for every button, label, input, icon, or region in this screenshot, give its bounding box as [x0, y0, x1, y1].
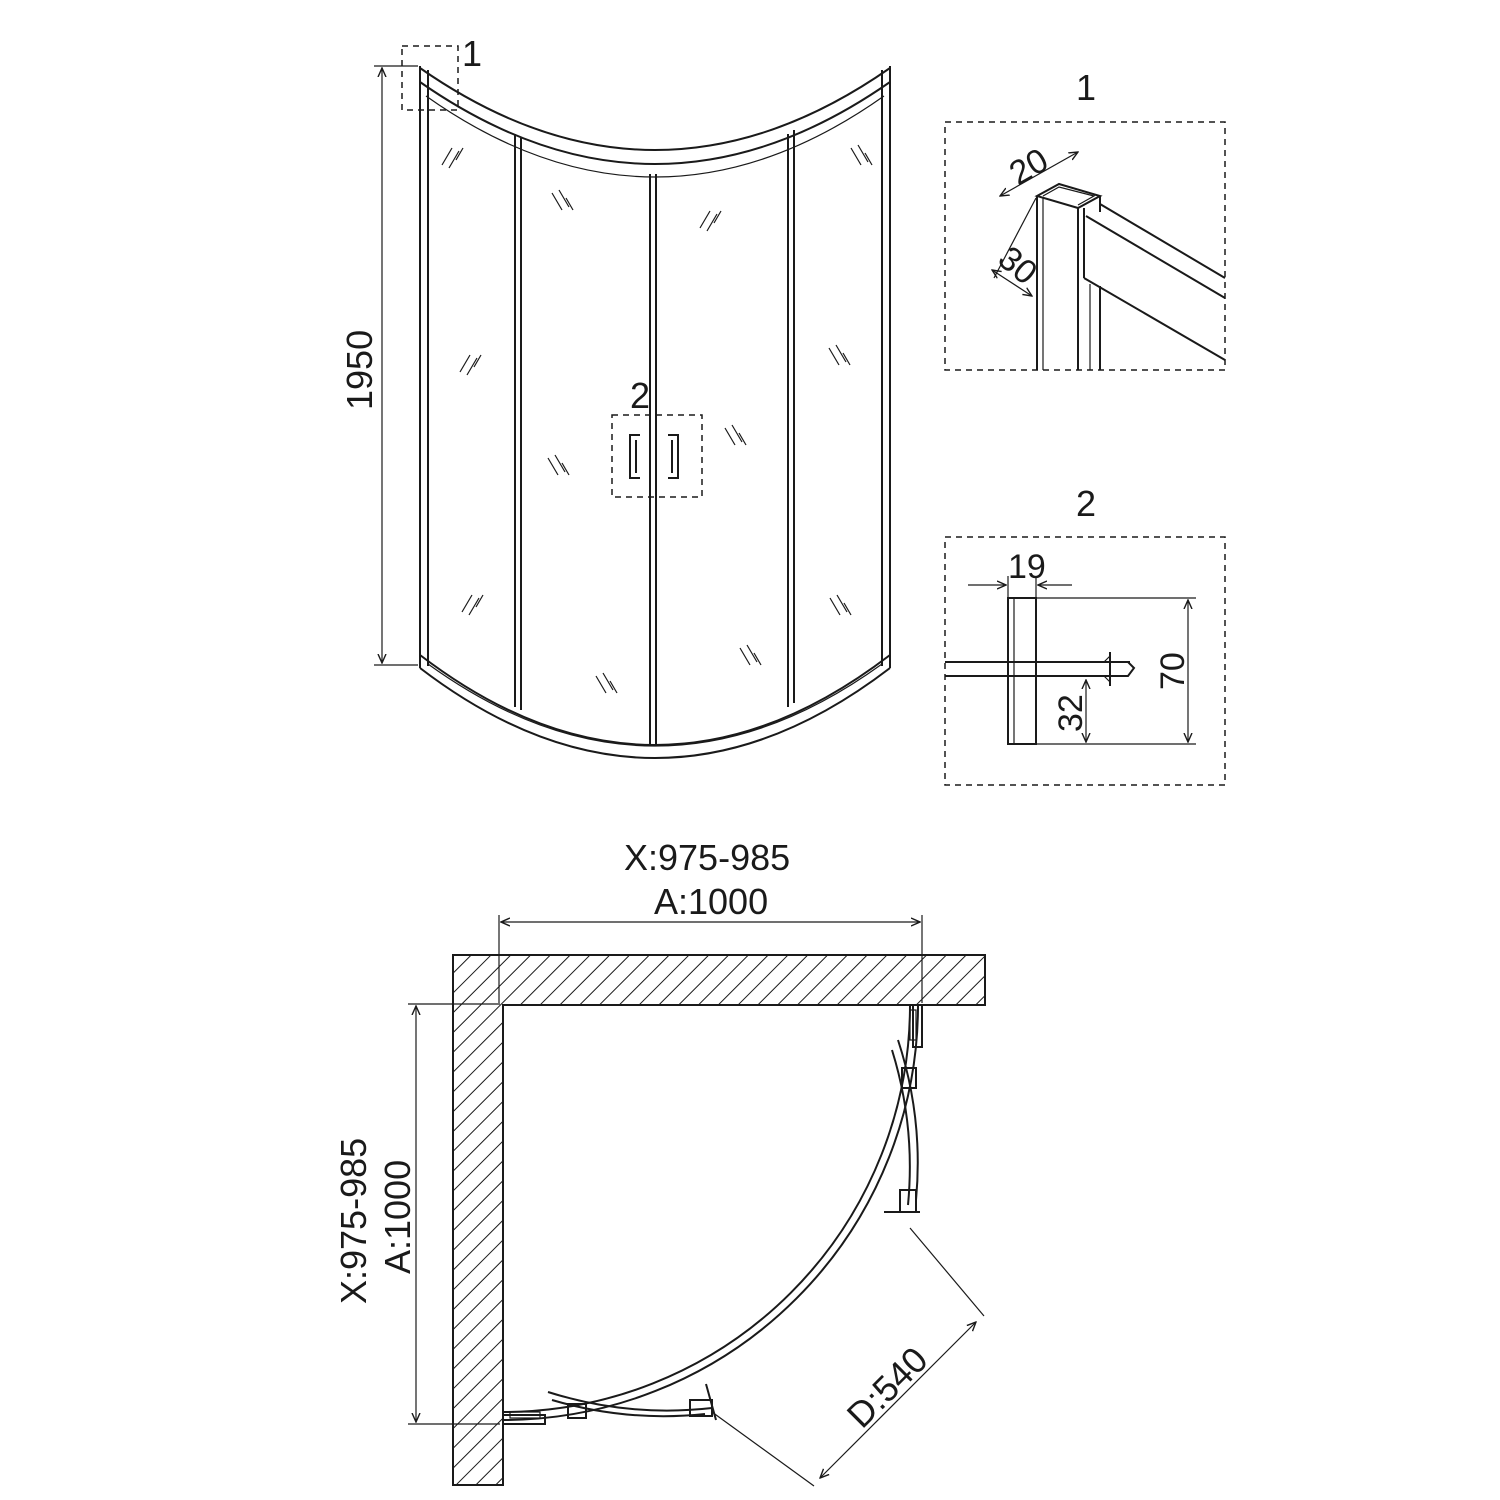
- front-view: 1 2 1950: [339, 33, 891, 759]
- detail-1-title: 1: [1076, 67, 1096, 108]
- callout-box-2: [611, 414, 703, 498]
- side-range-label: X:975-985: [333, 1138, 374, 1304]
- door-opening-label: D:540: [839, 1339, 936, 1436]
- wall-hatch: [452, 954, 986, 1486]
- height-dimension-label: 1950: [339, 330, 380, 410]
- glass-reflection-marks: [441, 144, 873, 694]
- callout-label-1: 1: [462, 33, 482, 74]
- detail-2-width-label: 19: [1008, 548, 1046, 586]
- callout-label-2: 2: [630, 375, 650, 416]
- plan-view: X:975-985 A:1000 X:975-985 A:1000: [333, 837, 986, 1487]
- top-range-label: X:975-985: [624, 837, 790, 878]
- detail-1-width-label: 20: [1003, 141, 1055, 193]
- callout-box-1: [401, 45, 459, 111]
- top-size-label: A:1000: [654, 881, 768, 922]
- detail-2-title: 2: [1076, 483, 1096, 524]
- detail-2-handle-profile: 2 19 70 32: [944, 483, 1226, 786]
- detail-1-top-profile: 1 20 30: [944, 67, 1226, 371]
- door-handles: [629, 434, 679, 479]
- detail-2-height-label: 70: [1154, 652, 1192, 690]
- side-size-label: A:1000: [377, 1160, 418, 1274]
- detail-2-offset-label: 32: [1052, 694, 1090, 732]
